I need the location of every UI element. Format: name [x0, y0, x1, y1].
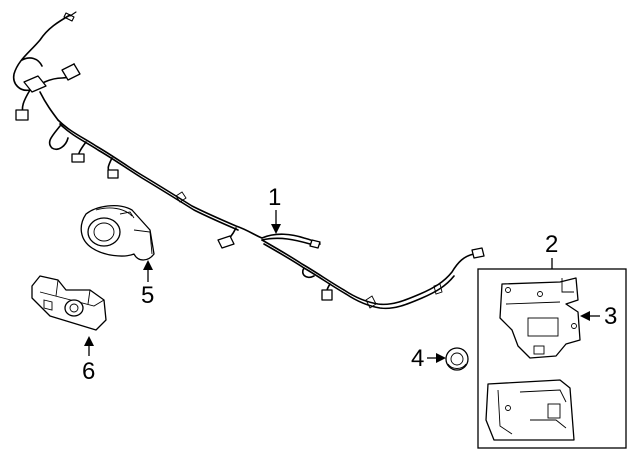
callout-label-2: 2 [545, 231, 558, 258]
callout-5: 5 [141, 260, 154, 309]
callout-label-6: 6 [82, 358, 95, 385]
reinforcement-bracket[interactable] [485, 379, 575, 441]
callout-2: 2 [545, 231, 558, 269]
callout-label-4: 4 [411, 345, 424, 372]
callout-label-3: 3 [604, 303, 617, 330]
sensor-bracket[interactable] [31, 275, 107, 331]
grommet[interactable] [445, 347, 469, 371]
mounting-bracket[interactable] [499, 277, 581, 359]
wiring-harness[interactable] [12, 11, 485, 310]
callout-label-5: 5 [141, 282, 154, 309]
callout-label-1: 1 [268, 184, 281, 211]
callout-6: 6 [82, 336, 95, 385]
callout-4: 4 [411, 345, 446, 372]
callout-1: 1 [268, 184, 281, 234]
callout-3: 3 [580, 303, 617, 330]
parking-sensor[interactable] [80, 204, 155, 261]
